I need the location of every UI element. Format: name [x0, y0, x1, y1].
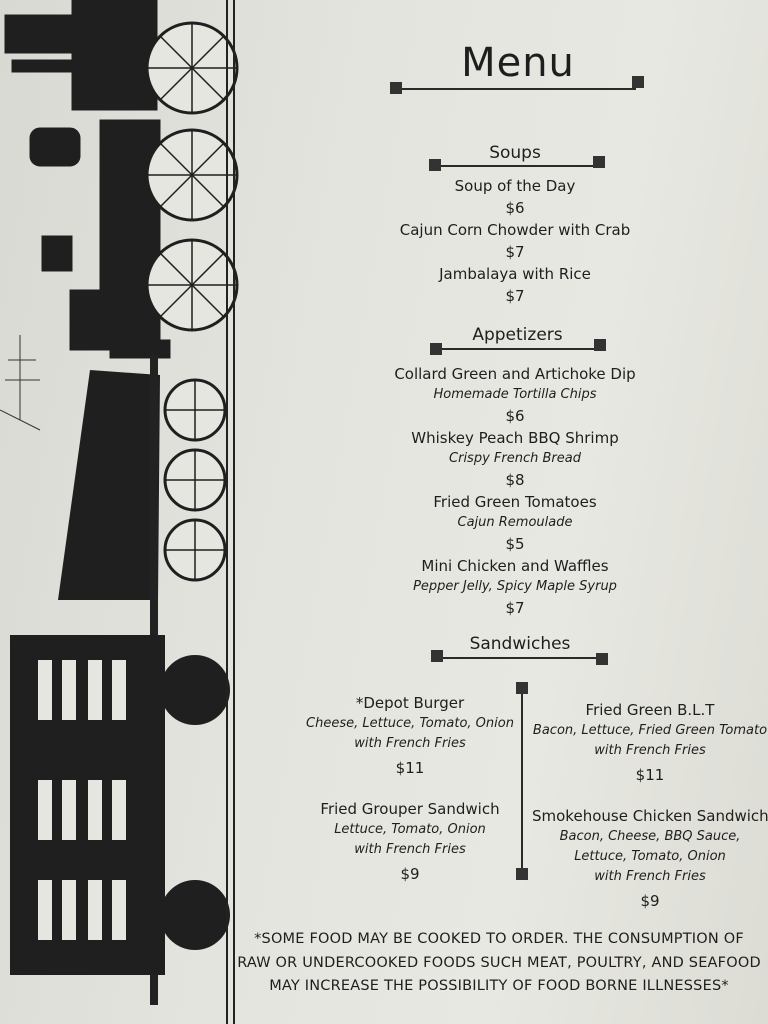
menu-item-name: *Depot Burger — [355, 694, 465, 712]
rule-end — [390, 82, 402, 94]
appetizers-heading: Appetizers — [472, 325, 563, 345]
soups-list: Soup of the Day $6 Cajun Corn Chowder wi… — [260, 176, 768, 308]
menu-item-price: $6 — [505, 407, 525, 425]
menu-item-price: $7 — [505, 287, 525, 305]
menu-item-desc: with French Fries — [594, 869, 706, 884]
menu-item-price: $5 — [505, 535, 525, 553]
disclaimer-line: *SOME FOOD MAY BE COOKED TO ORDER. THE C… — [254, 931, 744, 947]
rule-end — [593, 156, 605, 168]
menu-item-desc: Crispy French Bread — [449, 451, 581, 466]
menu-item-desc: Bacon, Lettuce, Fried Green Tomato — [532, 723, 768, 738]
menu-item-name: Smokehouse Chicken Sandwich — [532, 807, 768, 825]
rail-line — [233, 0, 235, 1024]
menu-item-desc: Lettuce, Tomato, Onion — [334, 822, 486, 837]
sandwich-item: Fried Green B.L.T Bacon, Lettuce, Fried … — [532, 700, 768, 787]
rule-end — [596, 653, 608, 665]
soups-heading: Soups — [489, 143, 541, 163]
menu-item-price: $9 — [400, 865, 420, 883]
menu-item-name: Whiskey Peach BBQ Shrimp — [411, 429, 619, 447]
food-safety-disclaimer: *SOME FOOD MAY BE COOKED TO ORDER. THE C… — [230, 928, 768, 999]
sandwiches-rule — [440, 657, 602, 659]
menu-item-price: $7 — [505, 599, 525, 617]
soups-rule — [436, 165, 600, 167]
menu-item-name: Fried Grouper Sandwich — [320, 800, 500, 818]
menu-item-name: Cajun Corn Chowder with Crab — [399, 221, 631, 239]
menu-item-desc: Cajun Remoulade — [457, 515, 573, 530]
train-illustration — [0, 0, 239, 1005]
menu-item-name: Mini Chicken and Waffles — [421, 557, 609, 575]
menu-item-desc: with French Fries — [354, 842, 466, 857]
appetizers-list: Collard Green and Artichoke Dip Homemade… — [260, 364, 768, 620]
appetizers-rule — [440, 348, 600, 350]
menu-item-price: $7 — [505, 243, 525, 261]
sandwich-item: *Depot Burger Cheese, Lettuce, Tomato, O… — [300, 693, 520, 780]
disclaimer-line: RAW OR UNDERCOOKED FOODS SUCH MEAT, POUL… — [237, 954, 761, 971]
title-rule — [396, 88, 636, 90]
menu-item-price: $6 — [505, 199, 525, 217]
column-divider — [521, 686, 523, 872]
menu-item-name: Soup of the Day — [454, 177, 576, 195]
menu-item-name: Fried Green B.L.T — [585, 701, 715, 719]
menu-item-desc: Bacon, Cheese, BBQ Sauce, — [559, 829, 741, 844]
menu-item-desc: with French Fries — [594, 743, 706, 758]
rule-end — [632, 76, 644, 88]
menu-item-name: Jambalaya with Rice — [439, 265, 591, 283]
sandwich-item: Smokehouse Chicken Sandwich Bacon, Chees… — [532, 806, 768, 913]
rule-end — [429, 159, 441, 171]
menu-item-price: $11 — [635, 766, 665, 784]
menu-item-desc: with French Fries — [354, 736, 466, 751]
sandwich-item: Fried Grouper Sandwich Lettuce, Tomato, … — [300, 799, 520, 886]
rule-end — [430, 343, 442, 355]
rule-end — [594, 339, 606, 351]
menu-item-desc: Lettuce, Tomato, Onion — [574, 849, 726, 864]
menu-title: Menu — [461, 40, 575, 86]
divider-end — [516, 868, 528, 880]
rail-line — [226, 0, 228, 1024]
menu-item-name: Collard Green and Artichoke Dip — [394, 365, 636, 383]
disclaimer-line: MAY INCREASE THE POSSIBILITY OF FOOD BOR… — [269, 978, 729, 994]
menu-item-desc: Homemade Tortilla Chips — [433, 387, 597, 402]
menu-item-desc: Pepper Jelly, Spicy Maple Syrup — [413, 579, 617, 594]
menu-item-price: $8 — [505, 471, 525, 489]
rule-end — [431, 650, 443, 662]
menu-item-desc: Cheese, Lettuce, Tomato, Onion — [306, 716, 514, 731]
sandwiches-heading: Sandwiches — [469, 634, 571, 654]
menu-item-price: $11 — [395, 759, 425, 777]
menu-item-price: $9 — [640, 892, 660, 910]
menu-item-name: Fried Green Tomatoes — [433, 493, 597, 511]
divider-end — [516, 682, 528, 694]
